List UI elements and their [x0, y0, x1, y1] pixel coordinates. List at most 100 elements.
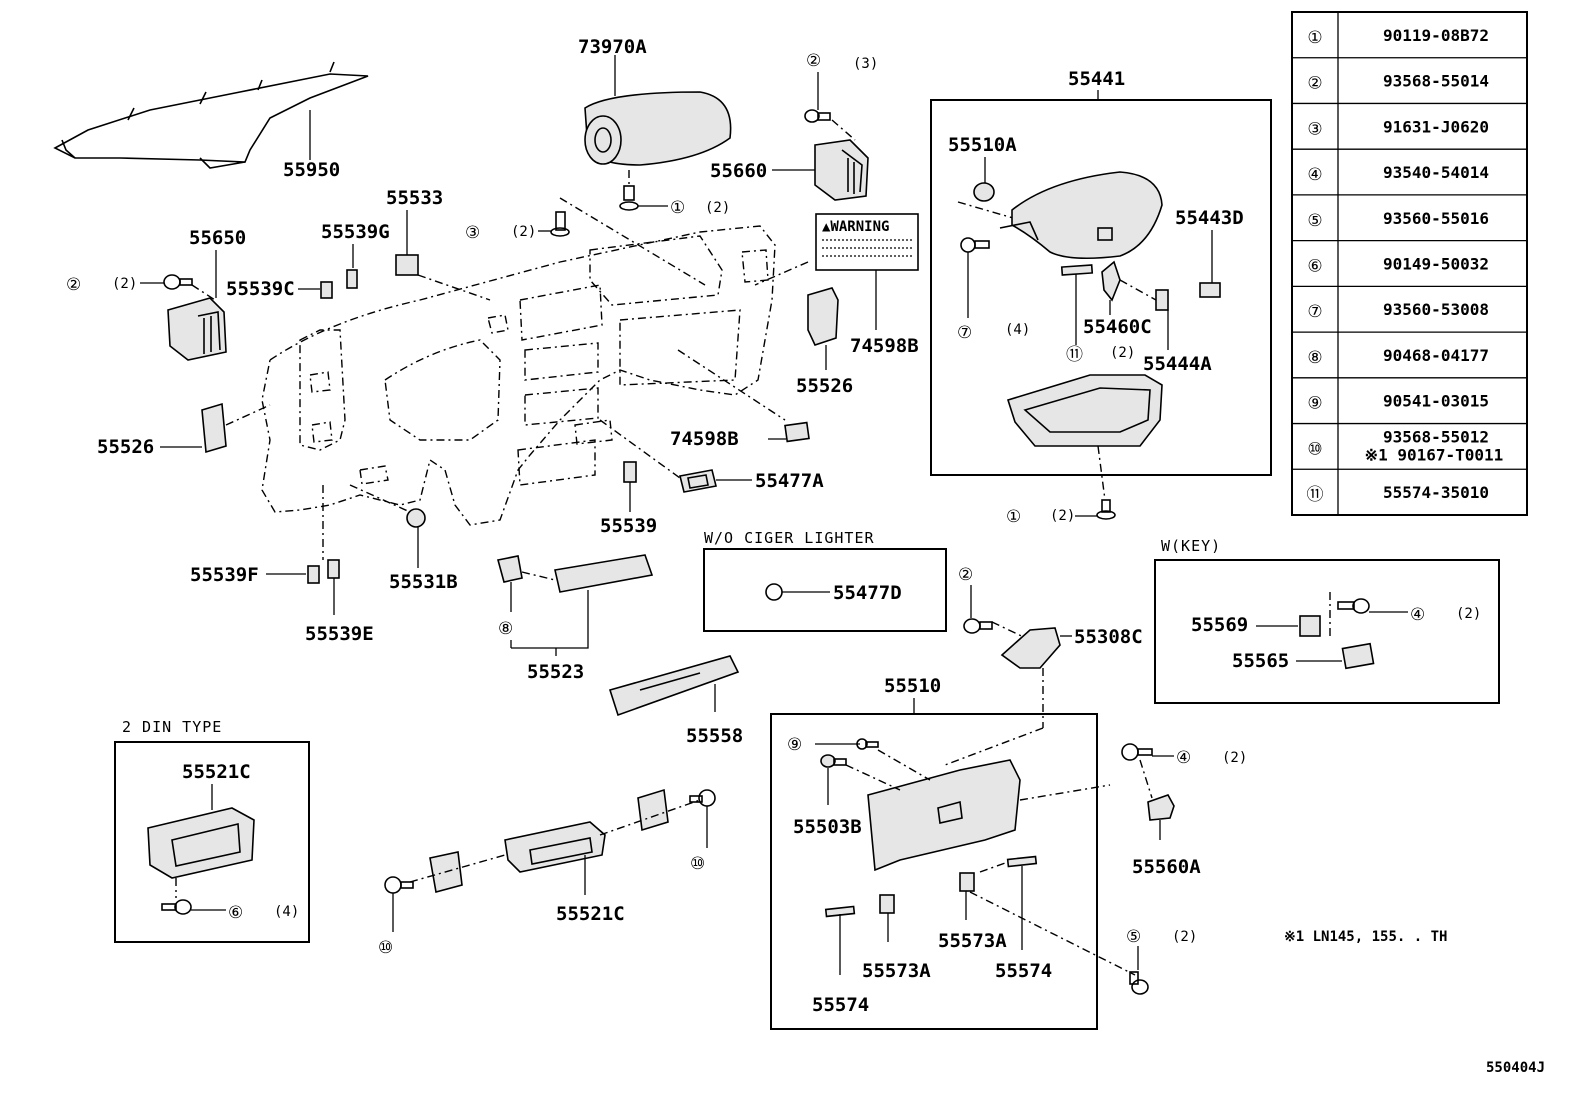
part-55523-bracket — [497, 555, 523, 583]
label-55443D: 55443D — [1175, 207, 1244, 229]
part-55660-vent — [814, 139, 869, 201]
label-55531B: 55531B — [389, 571, 458, 593]
label-55950: 55950 — [283, 159, 340, 181]
label-73970A: 73970A — [578, 36, 647, 58]
table-part-number: 93568-55012 — [1383, 427, 1489, 446]
screw-icon — [163, 274, 193, 290]
callout-2: ② — [66, 275, 81, 295]
table-part-number: 90149-50032 — [1383, 255, 1489, 274]
callout-10: ⑩ — [690, 854, 705, 874]
part-55477A — [679, 469, 717, 493]
callout-2: ② — [806, 51, 821, 71]
part-55573A-b — [959, 872, 975, 892]
part-55308C-bracket — [1000, 627, 1061, 669]
table-part-number: 90119-08B72 — [1383, 26, 1489, 45]
label-74598B-small: 74598B — [670, 428, 739, 450]
label-55477A: 55477A — [755, 470, 824, 492]
group-55510-box — [770, 713, 1098, 1030]
table-ref: ② — [1307, 74, 1322, 94]
callout-1: ① — [1006, 507, 1021, 527]
part-glovebox-tray — [1006, 374, 1163, 447]
part-55460C-latch — [1101, 260, 1121, 302]
label-55573A-b: 55573A — [938, 930, 1007, 952]
callout-6: ⑥ — [228, 903, 243, 923]
table-part-number: 93560-53008 — [1383, 300, 1489, 319]
group-wo-cigar-box — [703, 548, 947, 632]
part-55521C-din-bracket — [147, 807, 255, 879]
screw-icon — [1337, 598, 1370, 614]
clip-icon — [973, 182, 995, 202]
label-55510: 55510 — [884, 675, 941, 697]
label-55308C: 55308C — [1074, 626, 1143, 648]
label-55565: 55565 — [1232, 650, 1289, 672]
instrument-panel — [261, 225, 776, 526]
callout-2: ② — [958, 565, 973, 585]
label-55533: 55533 — [386, 187, 443, 209]
callout-3: ③ — [465, 223, 480, 243]
label-55569: 55569 — [1191, 614, 1248, 636]
callout-9: ⑨ — [787, 735, 802, 755]
label-55539E: 55539E — [305, 623, 374, 645]
table-part-number: 55574-35010 — [1383, 483, 1489, 502]
label-55574-a: 55574 — [812, 994, 869, 1016]
table-part-number: 90468-04177 — [1383, 346, 1489, 365]
part-55477D — [765, 583, 783, 601]
part-55539 — [623, 461, 637, 483]
part-55533 — [395, 254, 419, 276]
part-55574-pad — [1060, 264, 1094, 276]
part-glovebox-door-upper — [999, 171, 1163, 260]
label-55560A: 55560A — [1132, 856, 1201, 878]
part-55539G — [346, 269, 358, 289]
part-55650-vent — [167, 297, 227, 361]
screw-icon — [619, 185, 639, 211]
callout-1: ① — [670, 198, 685, 218]
screw-icon — [550, 211, 570, 237]
part-55539C — [320, 281, 333, 299]
callout-4: ④ — [1176, 748, 1191, 768]
part-55560A-hinge — [1147, 794, 1175, 821]
table-ref: ⑩ — [1307, 439, 1322, 459]
callout-5: ⑤ — [1126, 927, 1141, 947]
svg-text:(2): (2) — [1050, 508, 1075, 524]
label-55573A-a: 55573A — [862, 960, 931, 982]
figure-code: 550404J — [1486, 1060, 1545, 1076]
callout-11: ⑪ — [1066, 345, 1083, 365]
table-ref: ③ — [1307, 119, 1322, 139]
group-2din-box — [114, 741, 310, 943]
screw-icon — [161, 899, 192, 915]
part-bracket-right — [637, 788, 669, 832]
table-part-number: 93540-54014 — [1383, 163, 1489, 182]
table-ref: ⑧ — [1307, 348, 1322, 368]
table-ref: ⑦ — [1307, 302, 1322, 322]
label-55526-right: 55526 — [796, 375, 853, 397]
label-55558: 55558 — [686, 725, 743, 747]
label-55477D: 55477D — [833, 582, 902, 604]
part-55444A-striker — [1155, 289, 1169, 311]
screw-icon — [1129, 971, 1149, 995]
callout-8: ⑧ — [498, 619, 513, 639]
label-74598B: 74598B — [850, 335, 919, 357]
svg-text:(2): (2) — [705, 200, 730, 216]
screw-icon — [804, 109, 831, 123]
svg-text:(2): (2) — [112, 276, 137, 292]
table-part-number-alt: ※1 90167-T0011 — [1365, 445, 1504, 464]
svg-text:(2): (2) — [1172, 929, 1197, 945]
label-55526-left: 55526 — [97, 436, 154, 458]
part-55521C-main — [504, 821, 606, 873]
group-header-wo-cigar: W/O CIGER LIGHTER — [704, 529, 875, 547]
screw-icon — [384, 876, 414, 894]
table-part-number: 90541-03015 — [1383, 392, 1489, 411]
label-55441: 55441 — [1068, 68, 1125, 90]
part-55539F — [307, 565, 320, 584]
screw-icon — [1096, 499, 1116, 520]
svg-text:▲WARNING: ▲WARNING — [822, 219, 889, 235]
table-ref: ⑪ — [1307, 485, 1324, 505]
part-55565-key-cover — [1341, 642, 1375, 670]
table-part-number: 93560-55016 — [1383, 209, 1489, 228]
warning-label-74598B: ▲WARNING — [815, 213, 919, 271]
svg-text:(4): (4) — [1005, 322, 1030, 338]
part-73970A — [584, 91, 732, 166]
group-header-w-key: W(KEY) — [1161, 537, 1221, 555]
